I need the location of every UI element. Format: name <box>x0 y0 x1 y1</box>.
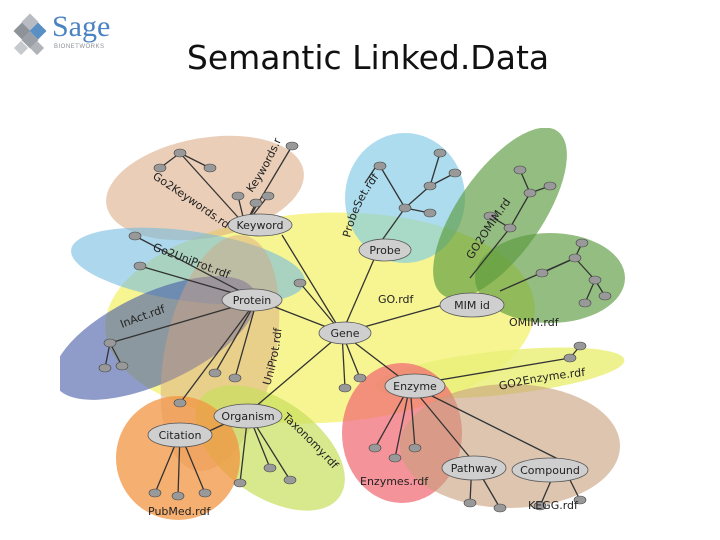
sage-logo: Sage BIONETWORKS <box>8 6 138 56</box>
node-protein: Protein <box>221 288 283 312</box>
node-pathway-label: Pathway <box>451 462 498 475</box>
node-citation-label: Citation <box>159 429 202 442</box>
sage-logo-mark: Sage BIONETWORKS <box>13 10 110 56</box>
node-citation: Citation <box>147 422 213 448</box>
linked-data-diagram: Keyword Probe Protein Gene MIM id Enzyme… <box>60 128 625 520</box>
label-omim: OMIM.rdf <box>509 316 560 329</box>
node-protein-label: Protein <box>233 294 272 307</box>
leaf-nodes <box>98 141 612 513</box>
node-gene: Gene <box>318 321 372 345</box>
node-pathway: Pathway <box>441 455 507 481</box>
node-compound: Compound <box>511 457 589 483</box>
node-enzyme: Enzyme <box>384 373 446 399</box>
node-mim-id: MIM id <box>439 292 505 318</box>
node-mim-id-label: MIM id <box>454 299 490 312</box>
node-probe: Probe <box>358 238 412 262</box>
go2omim-region <box>433 128 567 299</box>
logo-name: Sage <box>52 10 110 43</box>
node-keyword: Keyword <box>227 213 293 237</box>
label-kegg: KEGG.rdf <box>528 499 579 512</box>
label-enzymes: Enzymes.rdf <box>360 475 429 488</box>
label-go: GO.rdf <box>378 293 415 306</box>
kegg-region <box>400 384 620 508</box>
node-keyword-label: Keyword <box>237 219 284 232</box>
label-pubmed: PubMed.rdf <box>148 505 211 518</box>
node-organism: Organism <box>213 403 283 429</box>
logo-tagline: BIONETWORKS <box>54 44 105 50</box>
pubmed-region <box>116 396 240 520</box>
slide-title: Semantic Linked.Data <box>186 38 550 77</box>
node-compound-label: Compound <box>520 464 580 477</box>
node-probe-label: Probe <box>369 244 400 257</box>
node-gene-label: Gene <box>330 327 359 340</box>
node-organism-label: Organism <box>221 410 274 423</box>
node-enzyme-label: Enzyme <box>393 380 437 393</box>
